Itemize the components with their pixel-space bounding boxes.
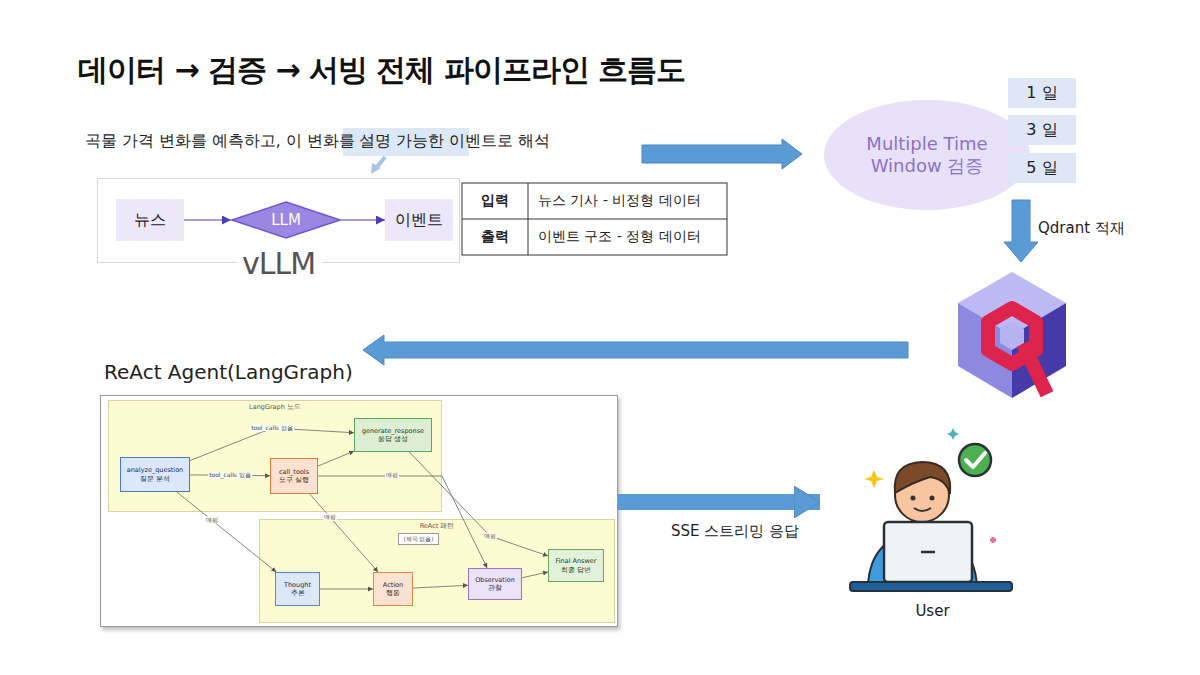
node-label: 이벤트 xyxy=(395,210,443,230)
smile xyxy=(914,508,931,511)
user-figure: User xyxy=(820,425,1045,625)
check-mark xyxy=(966,453,985,467)
diagram-title: 데이터 → 검증 → 서빙 전체 파이프라인 흐름도 xyxy=(78,50,685,91)
qdrant-logo xyxy=(958,272,1066,398)
pattern-node: Action행동 xyxy=(373,572,413,606)
table-cell: 이벤트 구조 - 정형 데이터 xyxy=(528,219,727,255)
node-label: Action xyxy=(383,581,403,589)
group-heading: LangGraph 노드 xyxy=(109,403,441,411)
process-box: 뉴스 xyxy=(116,199,184,241)
hair xyxy=(895,462,951,494)
flow-edge xyxy=(413,585,468,588)
node-label: call_tools xyxy=(279,468,309,476)
flow-edge xyxy=(190,428,354,461)
flow-edge xyxy=(318,451,354,466)
panel-heading: ReAct Agent(LangGraph) xyxy=(104,360,353,385)
flow-edge xyxy=(177,492,277,572)
graph-node: generate_response응답 생성 xyxy=(354,418,432,452)
block-arrow xyxy=(363,335,908,365)
eye xyxy=(930,496,935,501)
node-label: 뉴스 xyxy=(134,210,166,230)
laptop-mark xyxy=(921,551,935,554)
node-label: 응답 생성 xyxy=(378,435,408,443)
text-highlight xyxy=(343,128,469,156)
node-label: 5 일 xyxy=(1026,158,1057,178)
node-label: Multiple Time Window 검증 xyxy=(858,133,996,178)
logo-q-tail xyxy=(1026,350,1044,388)
node-label: 추론 xyxy=(291,589,305,597)
node-label: (제목 없음) xyxy=(403,536,433,543)
node-label: 도구 실행 xyxy=(279,476,309,484)
user-illustration xyxy=(850,428,1012,591)
table-frame xyxy=(462,183,727,255)
node-label: Observation xyxy=(475,576,515,584)
node-label: Thought xyxy=(284,581,311,589)
note-box: (제목 없음) xyxy=(398,533,439,545)
graph-node: analyze_question질문 분석 xyxy=(120,457,190,492)
stage-frame: vLLM뉴스LLM이벤트 xyxy=(97,178,460,263)
flow-edge xyxy=(310,494,378,572)
callout-arrow xyxy=(377,157,385,167)
table-rule xyxy=(462,219,727,220)
pattern-node: Thought추론 xyxy=(275,572,320,606)
decision-diamond: LLM xyxy=(231,201,341,239)
subtitle-note: 곡물 가격 변화를 예측하고, 이 변화를 설명 가능한 이벤트로 해석 xyxy=(85,129,550,153)
edge-label: tool_calls 없음 xyxy=(250,425,294,432)
node-label: 관찰 xyxy=(488,584,502,592)
pattern-node: Final Answer최종 답변 xyxy=(548,549,604,582)
group-band: ReAct 패턴 (제목 없음) Thought추론 Action행동 Observat… xyxy=(259,519,615,623)
laptop-screen xyxy=(884,522,972,582)
sparkle xyxy=(864,470,884,488)
table-header-cell: 입력 xyxy=(462,183,528,219)
eye xyxy=(911,496,916,501)
node-label: Final Answer xyxy=(556,557,597,565)
agent-panel: ReAct Agent(LangGraph)LangGraph 노드analyz… xyxy=(100,395,618,627)
pattern-node: Observation관찰 xyxy=(468,568,522,600)
table-header-cell: 출력 xyxy=(462,219,528,255)
pipeline-edge xyxy=(341,219,385,220)
validation-ellipse: Multiple Time Window 검증 xyxy=(824,100,1030,210)
diamond-shape xyxy=(232,202,340,238)
edge-label: 매핑 xyxy=(205,517,219,524)
stream-arrow xyxy=(618,494,820,510)
flow-edge xyxy=(409,452,548,556)
edge-label: SSE 스트리밍 응답 xyxy=(670,523,800,540)
edge-label: tool_calls 있음 xyxy=(208,472,252,479)
flow-edge xyxy=(522,572,548,578)
node-label: 행동 xyxy=(386,589,400,597)
node-label: generate_response xyxy=(362,427,424,435)
edge-label: 매핑 xyxy=(385,472,399,479)
edge-label: 매핑 xyxy=(483,533,497,540)
node-label: 1 일 xyxy=(1026,83,1057,103)
graph-node: call_tools도구 실행 xyxy=(270,458,318,494)
flow-edge xyxy=(318,476,487,568)
node-label: 질문 분석 xyxy=(140,475,170,483)
node-label: 최종 답변 xyxy=(561,566,591,574)
user-caption: User xyxy=(820,602,1045,621)
node-label: 3 일 xyxy=(1026,120,1057,140)
node-label: LLM xyxy=(271,211,301,230)
group-heading: ReAct 패턴 xyxy=(260,522,614,530)
check-badge xyxy=(959,444,991,476)
group-band: LangGraph 노드 analyze_question질문 분석 call_to… xyxy=(108,400,442,512)
arrow-label: Qdrant 적재 xyxy=(1038,216,1125,240)
block-arrow xyxy=(642,139,802,169)
flow-edge xyxy=(320,589,373,590)
window-box: 5 일 xyxy=(1008,153,1076,183)
sparkle xyxy=(947,428,959,440)
block-arrow xyxy=(1004,200,1038,262)
node-label: analyze_question xyxy=(127,466,183,474)
laptop-base xyxy=(850,582,1012,591)
process-box: 이벤트 xyxy=(385,199,453,241)
edge-label: 매핑 xyxy=(323,514,337,521)
pipeline-edge xyxy=(184,219,231,220)
callout-arrow-head xyxy=(371,163,381,174)
table-cell: 뉴스 기사 - 비정형 데이터 xyxy=(528,183,727,219)
ellipse-shape xyxy=(824,100,1030,210)
flow-edge xyxy=(190,474,270,476)
window-box: 3 일 xyxy=(1008,115,1076,145)
logo-text: vLLM xyxy=(236,245,321,283)
sparkle xyxy=(990,537,996,543)
window-box: 1 일 xyxy=(1008,78,1076,108)
